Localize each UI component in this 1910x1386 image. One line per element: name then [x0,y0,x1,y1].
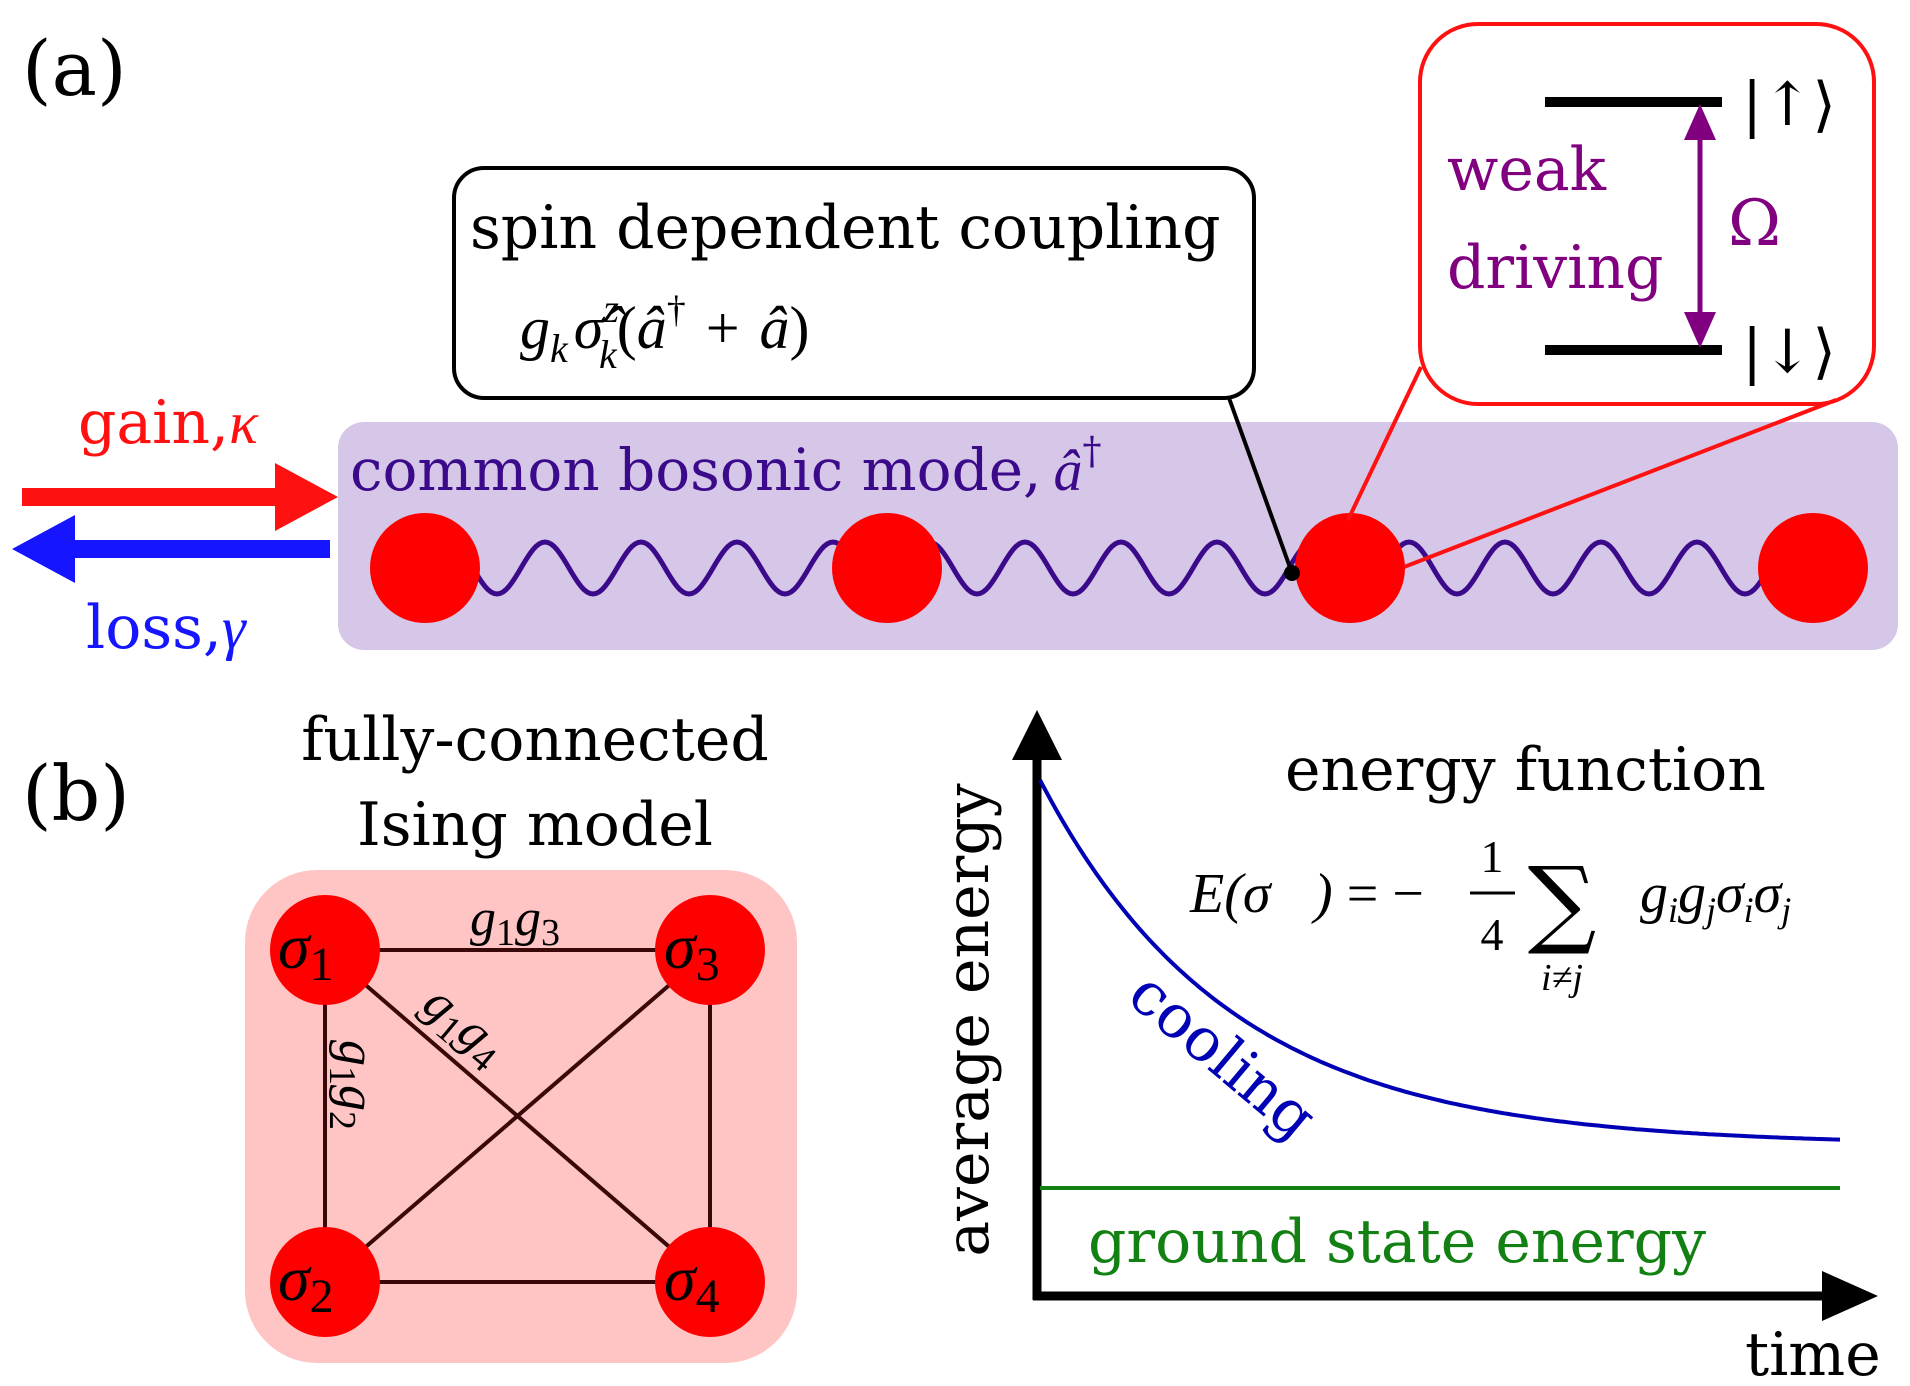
svg-text:i≠j: i≠j [1541,957,1583,999]
node-sigma-3 [655,895,765,1005]
panel-a-label: (a) [22,24,127,113]
driving-callout [1418,22,1876,406]
edge-label-g1g2: g1g2 [321,1040,385,1130]
coupling-callout [452,166,1256,400]
gain-arrow [22,463,338,531]
driving-pointer-left [1346,366,1423,521]
drive-label-line2: driving [1447,233,1663,303]
driving-pointer-right [1403,398,1837,569]
ising-title-line2: Ising model [357,790,713,860]
spin-1 [370,513,480,623]
gain-label: gain,κ [78,388,259,458]
svg-text:1: 1 [1481,831,1504,882]
energy-function-formula: E(σ⃗)= − 1 4 ∑ i≠j gigjσiσj [1189,831,1791,999]
state-up: |↑⟩ [1742,70,1836,140]
edge-3-2 [323,948,712,1284]
node-sigma-4 [655,1227,765,1337]
rabi-arrow [1684,104,1716,348]
svg-text:gigjσiσj: gigjσiσj [1640,863,1791,930]
node-sigma-2 [270,1227,380,1337]
spin-4 [1758,513,1868,623]
coupling-pointer [1227,397,1294,574]
coupling-title: spin dependent coupling [470,193,1221,263]
bosonic-wave [422,539,1814,597]
x-axis-label: time [1745,1320,1881,1386]
energy-plot: average energy time cooling ground state… [933,710,1881,1386]
x-axis [1033,1271,1878,1321]
energy-function-title: energy function [1285,735,1766,805]
state-down: |↓⟩ [1742,317,1836,387]
coupling-point [1284,565,1300,581]
node-label-2: σ2 [278,1243,334,1323]
cooling-curve [1038,779,1841,1142]
edge-label-g1g3: g1g3 [470,890,560,954]
node-sigma-1 [270,895,380,1005]
panel-b-label: (b) [22,749,130,838]
drive-label-line1: weak [1447,135,1607,205]
y-axis-label: average energy [933,783,1003,1256]
ising-edges [323,948,712,1284]
spin-2 [832,513,942,623]
node-label-1: σ1 [278,911,334,991]
loss-arrow [12,515,330,583]
node-label-4: σ4 [664,1243,720,1323]
rabi-symbol: Ω [1728,187,1781,261]
svg-text:4: 4 [1481,909,1504,960]
panel-b: (b) fully-connected Ising model σ1 σ3 σ2… [22,705,797,1363]
cooling-label: cooling [1115,958,1330,1154]
y-axis [1012,710,1062,1300]
svg-text:∑: ∑ [1528,846,1597,958]
ground-state-label: ground state energy [1088,1207,1706,1277]
ising-title-line1: fully-connected [301,705,769,775]
loss-label: loss,γ [86,593,247,663]
spin-3 [1295,513,1405,623]
bosonic-mode-band [338,422,1898,650]
mode-label: common bosonic mode,â† [350,429,1101,504]
panel-a: (a) gain,κ loss,γ common bosonic mode,â† [12,22,1898,663]
node-label-3: σ3 [664,911,720,991]
svg-text:E(σ⃗)= −: E(σ⃗)= − [1189,863,1424,925]
